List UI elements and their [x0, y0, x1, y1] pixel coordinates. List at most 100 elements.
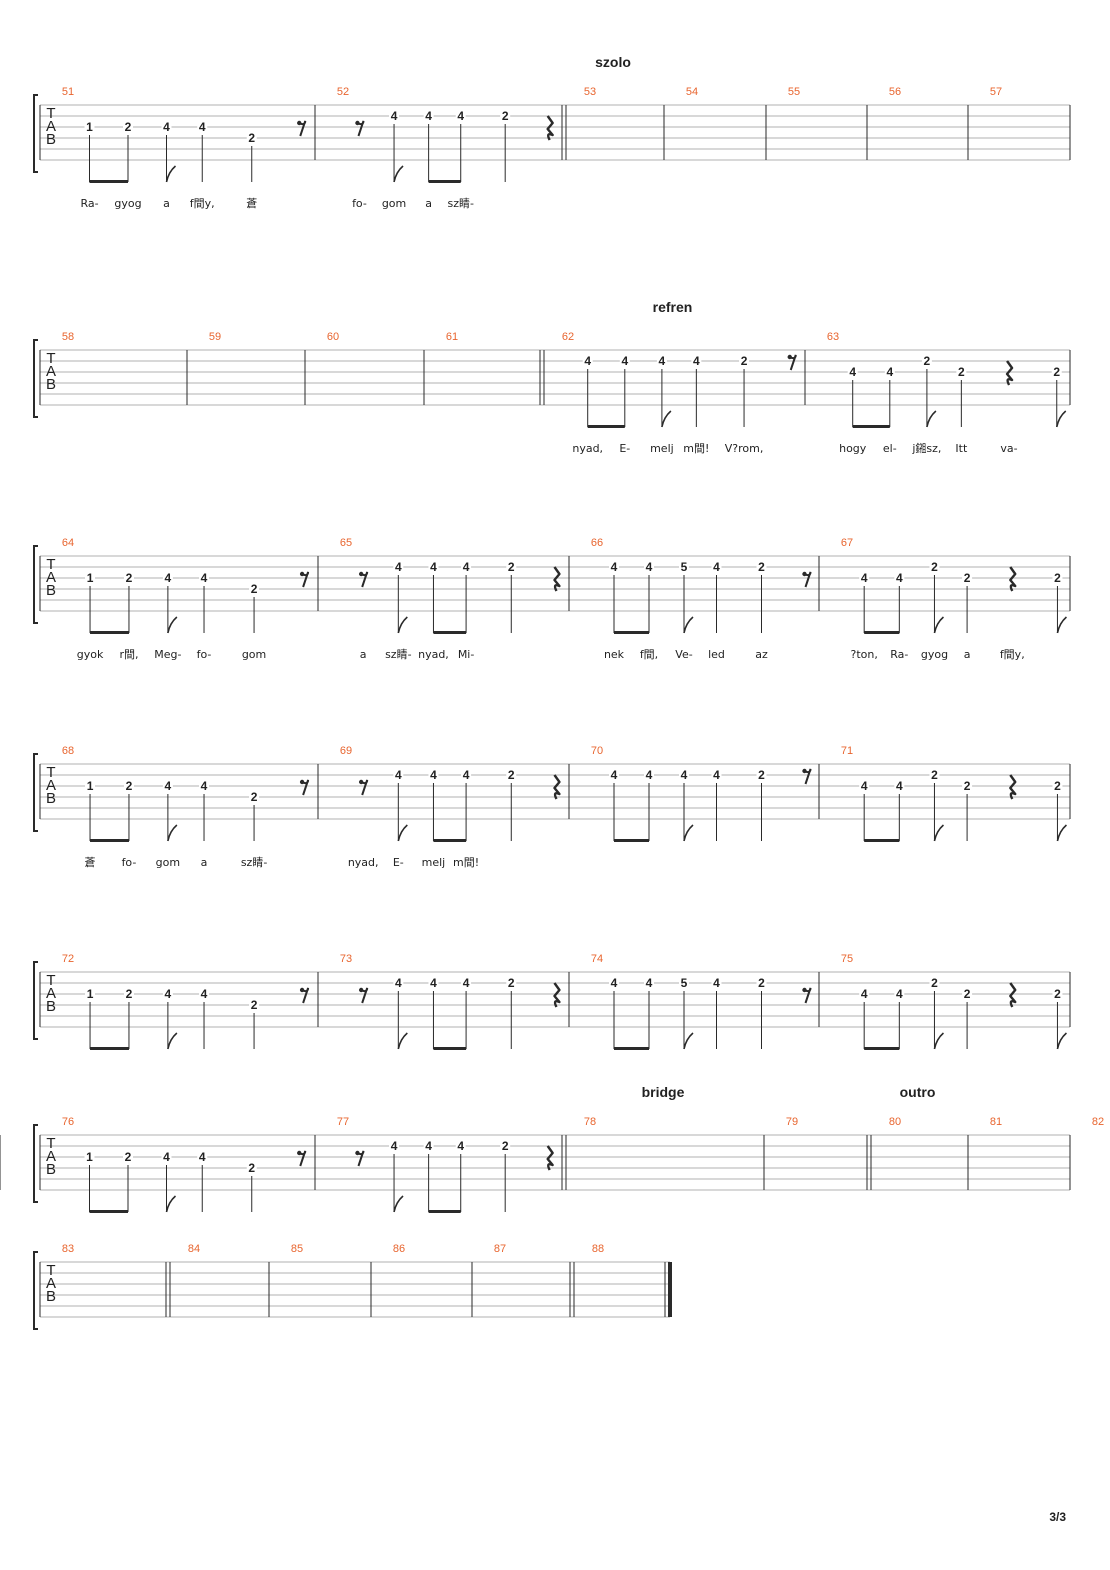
system-bracket: [33, 1124, 38, 1203]
fret-background: [962, 779, 973, 792]
fret-number: 4: [201, 779, 208, 793]
fret-number: 2: [248, 131, 255, 145]
lyric-syllable: fo-: [122, 856, 137, 869]
fret-background: [679, 976, 689, 989]
fret-number: 4: [611, 560, 618, 574]
fret-background: [393, 560, 404, 573]
fret-number: 4: [199, 1150, 206, 1164]
fret-number: 4: [896, 779, 903, 793]
bar-number: 79: [786, 1116, 798, 1128]
fret-background: [197, 1150, 208, 1163]
tab-measure: 55: [788, 86, 868, 160]
lyric-syllable: nyad,: [418, 648, 449, 661]
fret-background: [461, 976, 472, 989]
fret-number: 4: [425, 109, 432, 123]
bar-number: 87: [494, 1243, 506, 1255]
fret-background: [609, 560, 619, 573]
fret-number: 4: [659, 354, 666, 368]
lyric-syllable: E-: [619, 442, 630, 455]
section-label: refren: [653, 299, 693, 315]
fret-number: 2: [931, 976, 938, 990]
bar-number: 69: [340, 745, 352, 757]
note-beam: [433, 631, 467, 634]
bar-number: 67: [841, 537, 853, 549]
note-beam: [90, 839, 129, 842]
fret-background: [84, 1150, 95, 1163]
quarter-rest: [553, 566, 561, 592]
fret-background: [249, 790, 260, 803]
fret-background: [619, 354, 630, 367]
fret-background: [711, 768, 722, 781]
note-flag: [661, 410, 672, 428]
fret-number: 1: [86, 120, 93, 134]
fret-background: [582, 354, 593, 367]
lyric-syllable: E-: [393, 856, 404, 869]
lyric-syllable: nyad,: [572, 442, 603, 455]
tab-measure: 88: [592, 1243, 672, 1317]
tab-measure: 85: [291, 1243, 372, 1317]
fret-number: 2: [931, 560, 938, 574]
fret-number: 4: [391, 109, 398, 123]
tab-clef-letter: A: [46, 777, 56, 794]
fret-background: [644, 976, 654, 989]
eighth-rest-dot: [355, 120, 360, 126]
fret-background: [85, 779, 96, 792]
lyric-syllable: a: [964, 648, 971, 661]
bar-number: 54: [686, 86, 698, 98]
lyric-syllable: gom: [382, 197, 406, 210]
bar-number: 86: [393, 1243, 405, 1255]
note-beam: [614, 1047, 649, 1050]
lyric-syllable: led: [708, 648, 725, 661]
note-flag: [397, 616, 408, 634]
fret-background: [929, 768, 940, 781]
fret-number: 4: [391, 1139, 398, 1153]
section-label: outro: [900, 1084, 936, 1100]
fret-background: [123, 779, 134, 792]
lyric-syllable: Itt: [955, 442, 968, 455]
system-bracket: [33, 545, 38, 624]
page-number: 3/3: [1049, 1510, 1066, 1524]
bar-number: 82: [1092, 1116, 1104, 1128]
quarter-rest: [1009, 774, 1017, 800]
fret-number: 2: [502, 1139, 509, 1153]
tab-clef-letter: A: [46, 363, 56, 380]
eighth-rest-dot: [299, 571, 305, 577]
lyric-syllable: gom: [242, 648, 266, 661]
bar-number: 52: [337, 86, 349, 98]
eighth-rest-dot: [802, 987, 807, 993]
bar-number: 62: [562, 331, 574, 343]
fret-background: [249, 998, 260, 1011]
quarter-rest: [1009, 566, 1017, 592]
fret-background: [199, 987, 210, 1000]
lyric-syllable: f間y,: [1000, 648, 1025, 661]
fret-number: 2: [125, 120, 132, 134]
tab-measure: 58: [39, 331, 188, 405]
fret-background: [249, 582, 260, 595]
bar-number: 74: [591, 953, 603, 965]
lyric-syllable: hogy: [839, 442, 867, 455]
fret-background: [162, 779, 173, 792]
bar-number: 76: [62, 1116, 74, 1128]
quarter-rest: [553, 774, 561, 800]
lyric-syllable: Ra-: [890, 648, 908, 661]
lyric-syllable: 蒼: [85, 856, 96, 869]
tab-clef-letter: A: [46, 569, 56, 586]
fret-background: [609, 768, 619, 781]
lyric-syllable: ?ton,: [851, 648, 878, 661]
fret-number: 4: [584, 354, 591, 368]
lyric-syllable: f間y,: [190, 197, 215, 210]
note-beam: [864, 1047, 900, 1050]
bar-number: 55: [788, 86, 800, 98]
tab-clef-letter: T: [46, 105, 55, 122]
note-beam: [428, 180, 461, 183]
note-flag: [683, 824, 694, 842]
